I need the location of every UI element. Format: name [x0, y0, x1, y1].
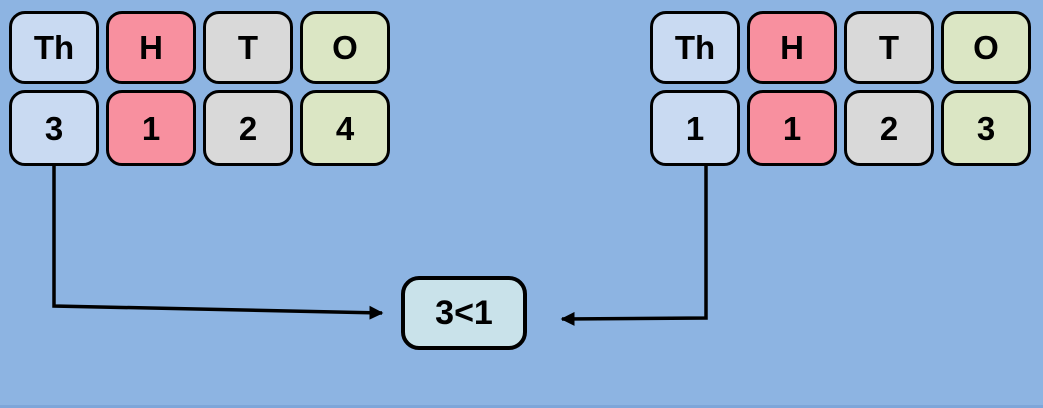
- arrow-right-thousands-to-comparison: [560, 166, 708, 326]
- right-number-panel: Th H T O 1 1 2 3: [650, 11, 1031, 166]
- right-digit-tens: 2: [844, 90, 934, 166]
- right-place-header-thousands: Th: [650, 11, 740, 84]
- arrow-left-thousands-to-comparison: [52, 166, 384, 320]
- left-digit-tens: 2: [203, 90, 293, 166]
- right-digit-hundreds: 1: [747, 90, 837, 166]
- comparison-result-box: 3<1: [401, 276, 527, 350]
- left-digit-hundreds: 1: [106, 90, 196, 166]
- right-place-header-hundreds: H: [747, 11, 837, 84]
- left-place-header-hundreds: H: [106, 11, 196, 84]
- left-place-header-ones: O: [300, 11, 390, 84]
- left-digit-ones: 4: [300, 90, 390, 166]
- right-place-header-tens: T: [844, 11, 934, 84]
- left-number-panel: Th H T O 3 1 2 4: [9, 11, 390, 166]
- slide-bottom-edge: [0, 405, 1043, 408]
- right-digit-thousands: 1: [650, 90, 740, 166]
- left-place-header-tens: T: [203, 11, 293, 84]
- right-digit-ones: 3: [941, 90, 1031, 166]
- right-place-header-ones: O: [941, 11, 1031, 84]
- left-digit-thousands: 3: [9, 90, 99, 166]
- left-place-header-thousands: Th: [9, 11, 99, 84]
